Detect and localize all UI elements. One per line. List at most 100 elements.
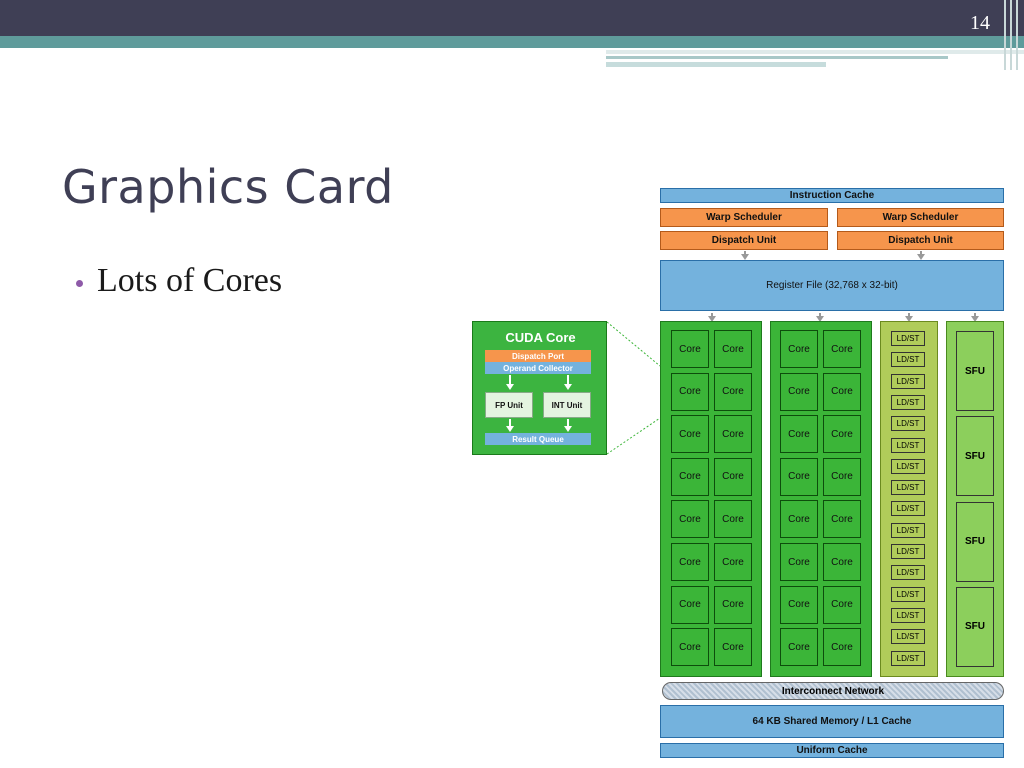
accent-bar [0,36,1024,48]
arrow-icon [974,313,976,317]
arrow-icon [908,313,910,317]
cuda-core: Core [671,372,709,411]
arrow-icon [567,375,569,385]
cuda-core: Core [823,372,861,411]
cuda-core: Core [780,543,818,581]
slide-title: Graphics Card [62,160,394,214]
bullet-icon [76,279,83,287]
cuda-core: Core [823,585,861,624]
shared-memory: 64 KB Shared Memory / L1 Cache [660,705,1004,738]
cuda-core: Core [714,628,752,667]
ldst-unit: LD/ST [891,607,925,623]
ldst-unit: LD/ST [891,331,925,346]
bullet-item: Lots of Cores [76,262,282,300]
warp-scheduler: Warp Scheduler [660,208,828,227]
dispatch-unit: Dispatch Unit [660,231,828,250]
cuda-core: Core [671,415,709,454]
sfu-unit: SFU [956,586,994,667]
arrow-icon [905,316,913,322]
cuda-core: Core [714,543,752,581]
operand-collector: Operand Collector [485,362,591,374]
cuda-core: Core [671,585,709,624]
arrow-icon [509,419,511,427]
ldst-unit: LD/ST [891,522,925,538]
accent-vertical-line [1010,0,1012,70]
ldst-unit: LD/ST [891,650,925,666]
arrow-icon [920,251,922,255]
arrow-icon [564,384,572,390]
uniform-cache: Uniform Cache [660,743,1004,758]
sfu-unit: SFU [956,501,994,582]
sfu-unit: SFU [956,416,994,497]
cuda-core: Core [714,372,752,411]
cuda-core: Core [823,415,861,454]
interconnect-network: Interconnect Network [662,682,1004,700]
result-queue: Result Queue [485,433,591,445]
arrow-icon [741,254,749,260]
cuda-core: Core [780,457,818,496]
cuda-core: Core [780,415,818,454]
cuda-core: Core [714,457,752,496]
header-bar [0,0,1024,36]
arrow-icon [506,384,514,390]
ldst-unit: LD/ST [891,458,925,474]
cuda-core: Core [780,585,818,624]
cuda-core: Core [780,372,818,411]
cuda-core: Core [714,585,752,624]
cuda-core: Core [780,330,818,368]
ldst-unit: LD/ST [891,480,925,496]
int-unit: INT Unit [543,392,591,418]
cuda-core-inset: CUDA Core Dispatch Port Operand Collecto… [472,321,607,455]
cuda-core: Core [671,330,709,368]
arrow-icon [564,426,572,432]
cuda-core: Core [671,500,709,539]
cuda-core: Core [823,457,861,496]
arrow-icon [917,254,925,260]
arrow-icon [567,419,569,427]
accent-line [606,50,1024,54]
cuda-core: Core [823,628,861,667]
cuda-core: Core [780,628,818,667]
cuda-core: Core [823,543,861,581]
warp-scheduler: Warp Scheduler [837,208,1004,227]
accent-line [606,56,948,59]
cuda-core: Core [823,330,861,368]
cuda-core: Core [714,500,752,539]
arrow-icon [509,375,511,385]
dispatch-unit: Dispatch Unit [837,231,1004,250]
ldst-unit: LD/ST [891,352,925,368]
cuda-core: Core [671,628,709,667]
arrow-icon [819,313,821,317]
accent-vertical-line [1016,0,1018,70]
cuda-core: Core [714,330,752,368]
cuda-core: Core [780,500,818,539]
ldst-unit: LD/ST [891,629,925,645]
arrow-icon [506,426,514,432]
ldst-unit: LD/ST [891,437,925,453]
arrow-icon [711,313,713,317]
ldst-unit: LD/ST [891,373,925,389]
accent-line [606,62,826,67]
arrow-icon [708,316,716,322]
instruction-cache: Instruction Cache [660,188,1004,203]
slide-number: 14 [970,12,990,34]
dispatch-port: Dispatch Port [485,350,591,362]
register-file: Register File (32,768 x 32-bit) [660,260,1004,311]
fp-unit: FP Unit [485,392,533,418]
arrow-icon [816,316,824,322]
bullet-text: Lots of Cores [97,262,283,299]
ldst-unit: LD/ST [891,416,925,432]
ldst-unit: LD/ST [891,586,925,602]
ldst-unit: LD/ST [891,394,925,410]
cuda-core: Core [714,415,752,454]
cuda-core: Core [823,500,861,539]
ldst-unit: LD/ST [891,501,925,517]
ldst-unit: LD/ST [891,565,925,581]
ldst-unit: LD/ST [891,544,925,559]
cuda-core: Core [671,543,709,581]
sfu-unit: SFU [956,331,994,411]
arrow-icon [971,316,979,322]
cuda-core: Core [671,457,709,496]
arrow-icon [744,251,746,255]
cuda-core-title: CUDA Core [505,330,576,345]
